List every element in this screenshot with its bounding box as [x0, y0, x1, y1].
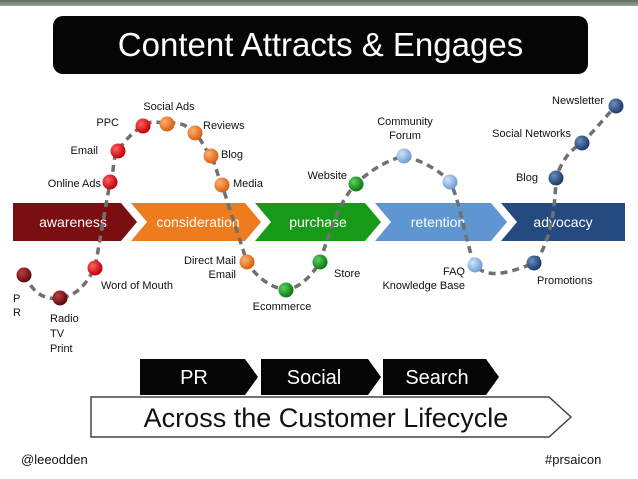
label-reviews: Reviews: [203, 120, 245, 132]
node-online-ads: [102, 174, 118, 190]
channel-label-pr: PR: [180, 367, 208, 389]
label-line: Forum: [389, 130, 421, 142]
label-promotions: Promotions: [537, 275, 593, 287]
stage-label-purchase: purchase: [289, 214, 347, 230]
node-word-of-mouth: [87, 260, 103, 276]
node-social-networks: [574, 135, 590, 151]
node-ecommerce: [278, 282, 294, 298]
node-radio-tv-print: [52, 290, 68, 306]
label-line: Email: [208, 269, 236, 281]
label-newsletter: Newsletter: [552, 95, 604, 107]
node-promotions: [526, 255, 542, 271]
footer-handle-left: @leeodden: [21, 452, 88, 467]
label-line: P: [13, 293, 20, 305]
node-pr-left: [16, 267, 32, 283]
label-word-of-mouth: Word of Mouth: [101, 280, 173, 292]
label-social-ads: Social Ads: [143, 101, 195, 113]
label-line: TV: [50, 328, 65, 340]
stage-label-awareness: awareness: [39, 214, 107, 230]
label-ecommerce: Ecommerce: [253, 301, 312, 313]
node-newsletter: [608, 98, 624, 114]
node-community-forum: [396, 148, 412, 164]
channel-arrow-search: [383, 359, 499, 395]
stage-arrow-retention: [375, 203, 507, 241]
node-reviews: [187, 125, 203, 141]
label-media: Media: [233, 178, 264, 190]
label-line: Knowledge Base: [382, 280, 465, 292]
stage-arrow-consideration: [131, 203, 261, 241]
label-line: R: [13, 307, 21, 319]
node-direct-mail: [239, 254, 255, 270]
label-line: Print: [50, 343, 73, 355]
node-media: [214, 177, 230, 193]
node-email: [110, 143, 126, 159]
title-bar: [53, 16, 588, 74]
label-social-networks: Social Networks: [492, 128, 571, 140]
label-blog-consideration: Blog: [221, 149, 243, 161]
node-blog-advocacy: [548, 170, 564, 186]
node-social-ads: [159, 116, 175, 132]
label-faq: FAQ Knowledge Base: [382, 266, 465, 292]
label-line: Community: [377, 116, 433, 128]
channel-label-social: Social: [287, 367, 341, 389]
channel-label-search: Search: [405, 367, 468, 389]
lifecycle-banner: [90, 396, 573, 438]
node-retention-high: [442, 174, 458, 190]
label-blog-advocacy: Blog: [516, 172, 538, 184]
channel-arrow-pr: [140, 359, 258, 395]
top-strip: [0, 0, 638, 6]
footer-hashtag-right: #prsaicon: [545, 452, 602, 467]
lifecycle-banner-text: Across the Customer Lifecycle: [144, 403, 509, 433]
stage-label-retention: retention: [411, 214, 465, 230]
label-online-ads: Online Ads: [48, 178, 102, 190]
stage-arrow-purchase: [255, 203, 381, 241]
channel-arrow-social: [261, 359, 381, 395]
label-store: Store: [334, 268, 360, 280]
stage-label-consideration: consideration: [156, 214, 239, 230]
label-ppc: PPC: [96, 117, 119, 129]
node-store: [312, 254, 328, 270]
node-ppc: [135, 118, 151, 134]
node-website: [348, 176, 364, 192]
label-line: FAQ: [443, 266, 465, 278]
label-line: Radio: [50, 313, 79, 325]
node-blog-consideration: [203, 148, 219, 164]
stage-label-advocacy: advocacy: [533, 214, 592, 230]
label-website: Website: [307, 170, 347, 182]
label-line: Direct Mail: [184, 255, 236, 267]
label-email: Email: [70, 145, 98, 157]
stage-arrow-advocacy: [501, 203, 625, 241]
page-title: Content Attracts & Engages: [117, 26, 524, 63]
node-faq: [467, 257, 483, 273]
